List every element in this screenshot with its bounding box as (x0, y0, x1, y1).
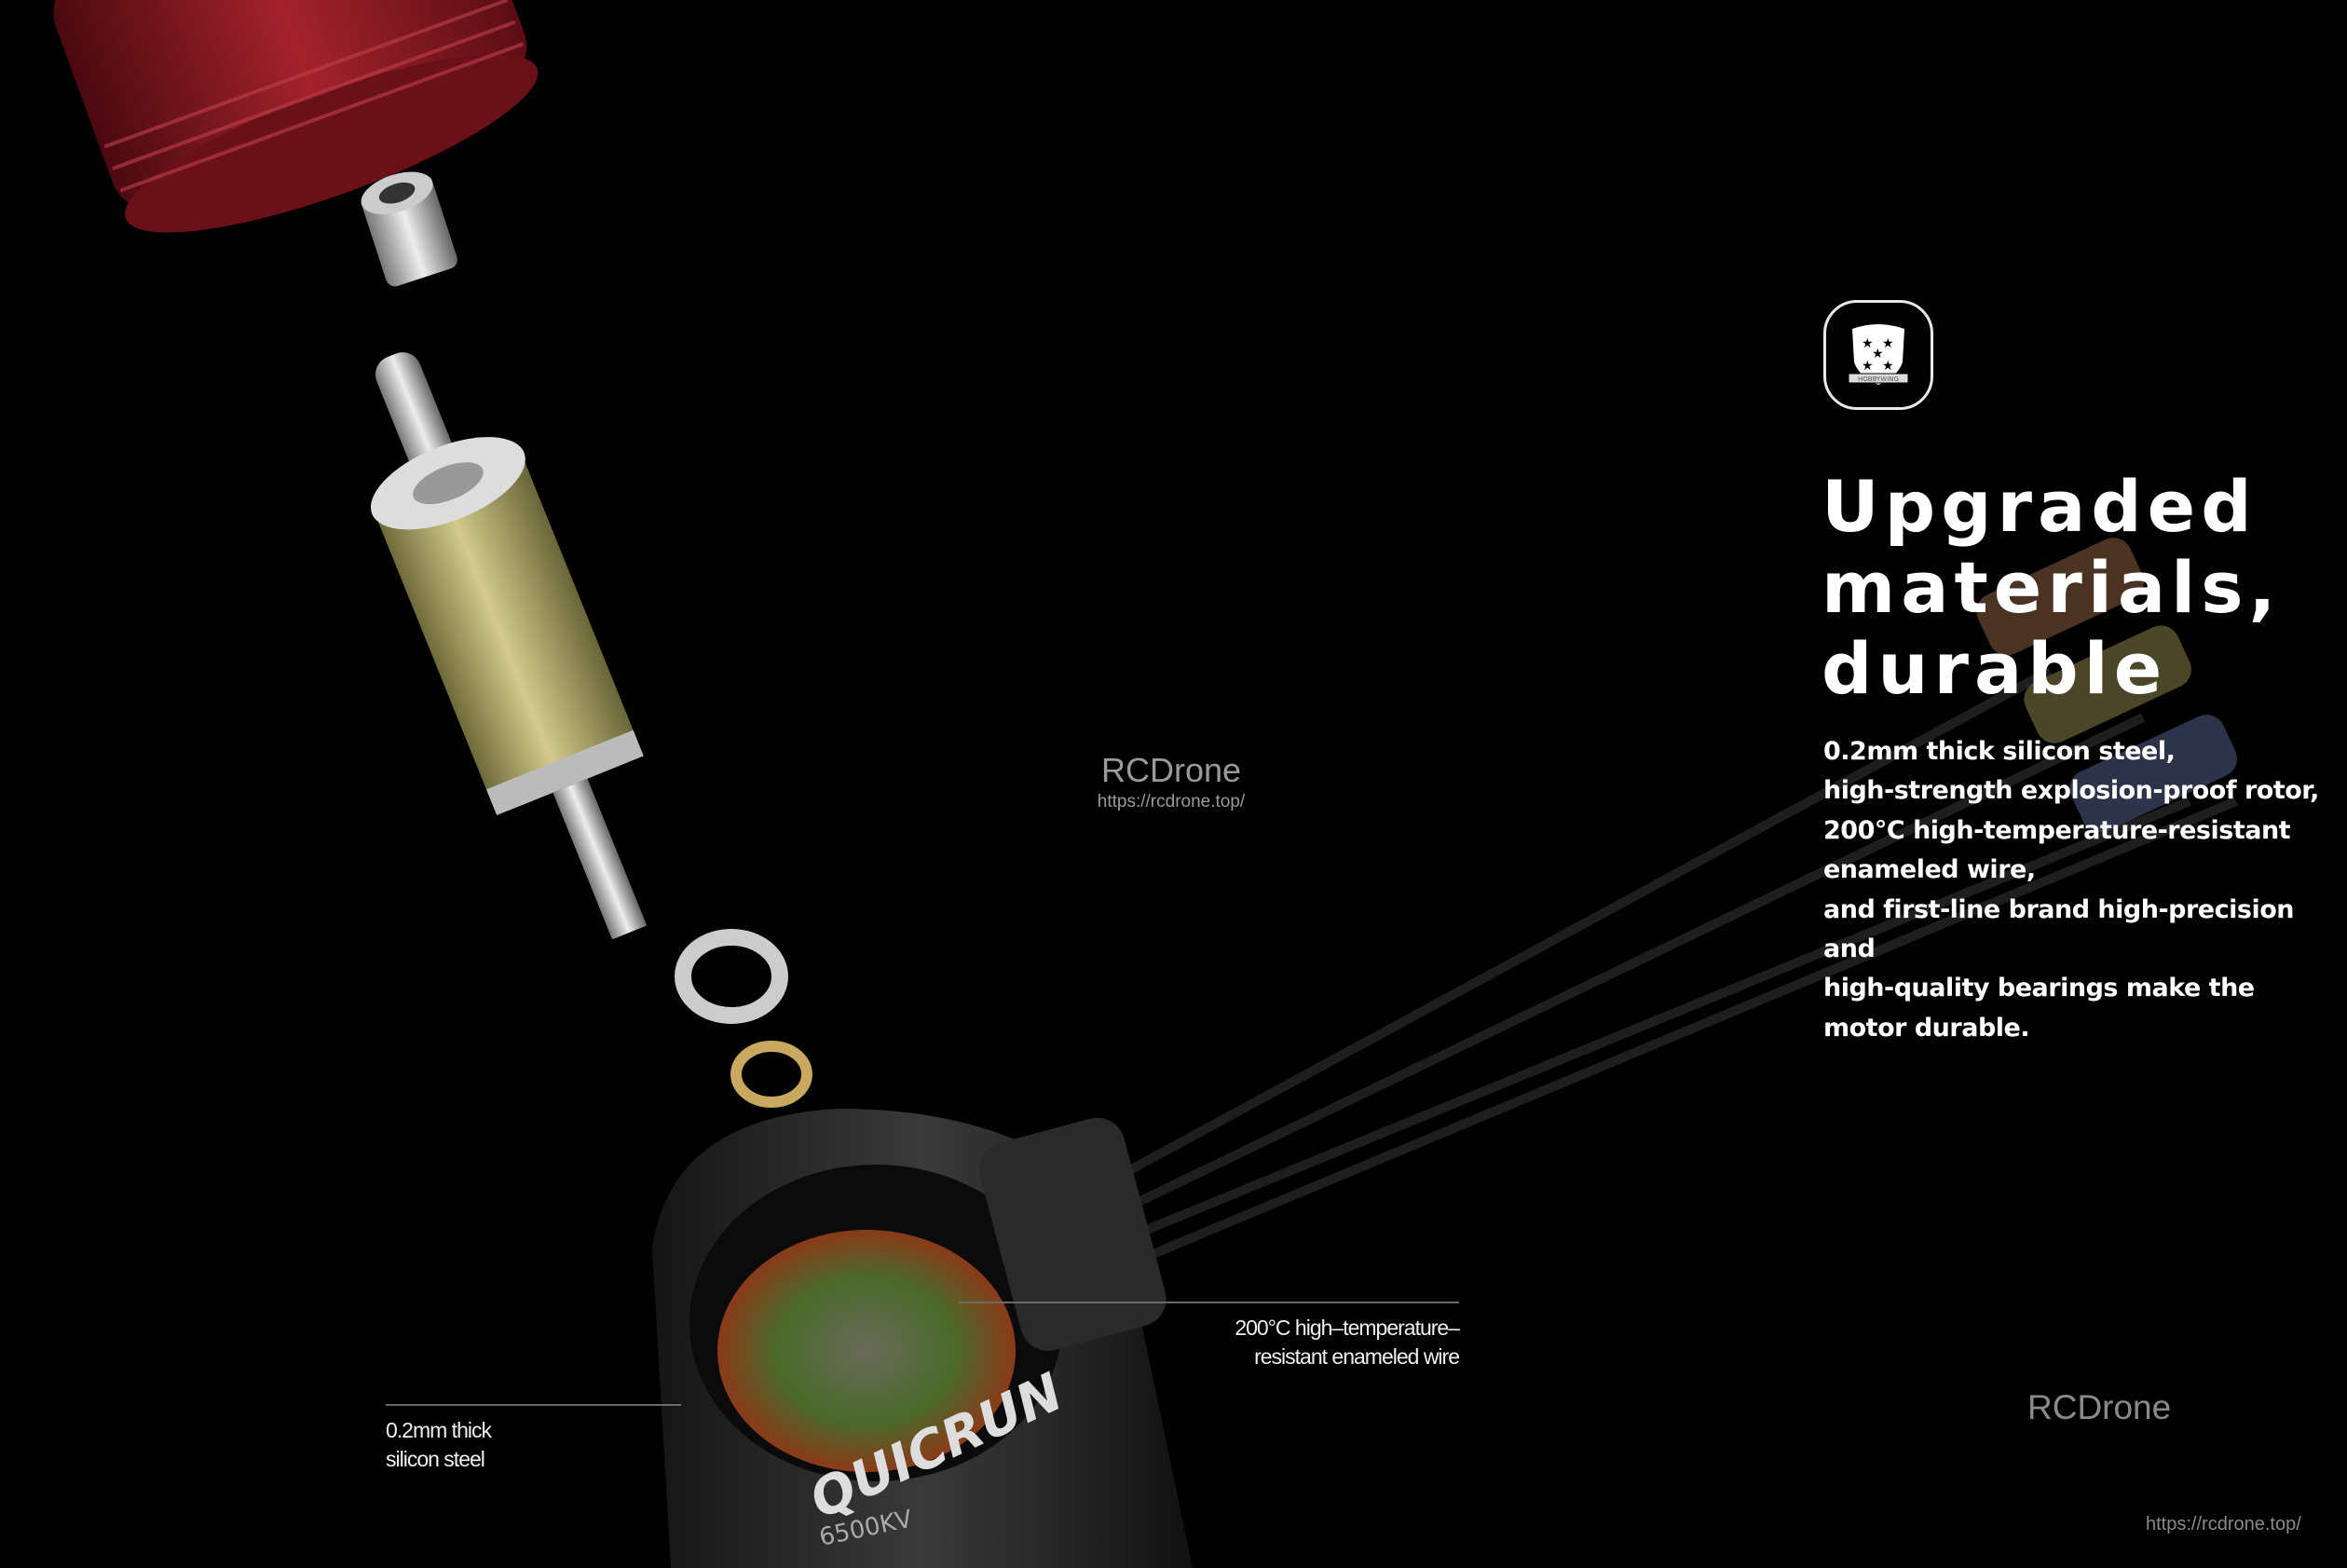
shield-five-stars-icon: ★★★★★ HOBBYWING (1848, 324, 1909, 385)
callout-wire: 200°C high–temperature– resistant enamel… (1086, 1314, 1460, 1371)
watermark-name: RCDrone (1100, 751, 1242, 789)
description-line: 0.2mm thick silicon steel, (1823, 737, 2176, 766)
svg-text:★: ★ (1882, 359, 1894, 374)
title-line: durable (1822, 627, 2168, 710)
bushing (361, 171, 457, 287)
svg-text:★: ★ (1882, 336, 1894, 351)
motor-wires (1069, 666, 2238, 1281)
description-line: enameled wire, (1823, 855, 2036, 885)
callout-text: 200°C high–temperature– (1235, 1316, 1460, 1340)
title-line: materials, (1822, 546, 2282, 629)
description-line: motor durable. (1823, 1013, 2030, 1043)
hobbywing-badge: ★★★★★ HOBBYWING (1823, 300, 1933, 410)
svg-text:HOBBYWING: HOBBYWING (1858, 375, 1899, 383)
watermark-bottom-name: RCDrone (2027, 1388, 2172, 1426)
description: 0.2mm thick silicon steel, high-strength… (1823, 732, 2347, 1048)
callout-text: silicon steel (386, 1447, 485, 1471)
callout-steel: 0.2mm thick silicon steel (386, 1416, 492, 1474)
callout-line-wire (958, 1302, 1459, 1303)
svg-text:★: ★ (1862, 359, 1874, 374)
watermark-bottom-url: https://rcdrone.top/ (2146, 1514, 2301, 1534)
description-line: 200°C high-temperature-resistant (1823, 815, 2291, 845)
callout-text: 0.2mm thick (386, 1418, 492, 1442)
callout-text: resistant enameled wire (1254, 1344, 1460, 1369)
motor-can: QUICRUN 6500KV (652, 1109, 1193, 1568)
rotor-shaft (370, 352, 648, 940)
svg-text:★: ★ (1872, 347, 1884, 361)
svg-text:★: ★ (1862, 336, 1874, 351)
shim-washer (730, 1041, 812, 1108)
wave-washer (675, 929, 788, 1024)
rotor-bell (53, 0, 539, 233)
watermark-url: https://rcdrone.top/ (1097, 792, 1246, 811)
wire-connectors (1976, 538, 2237, 833)
title-line: Upgraded (1822, 465, 2258, 548)
description-line: and first-line brand high-precision and (1823, 894, 2294, 964)
watermark-center: RCDrone https://rcdrone.top/ (1078, 751, 1264, 812)
description-line: high-strength explosion-proof rotor, (1823, 776, 2319, 806)
callout-line-steel (386, 1404, 681, 1406)
description-line: high-quality bearings make the (1823, 974, 2255, 1003)
page-title: Upgraded materials, durable (1822, 466, 2281, 709)
